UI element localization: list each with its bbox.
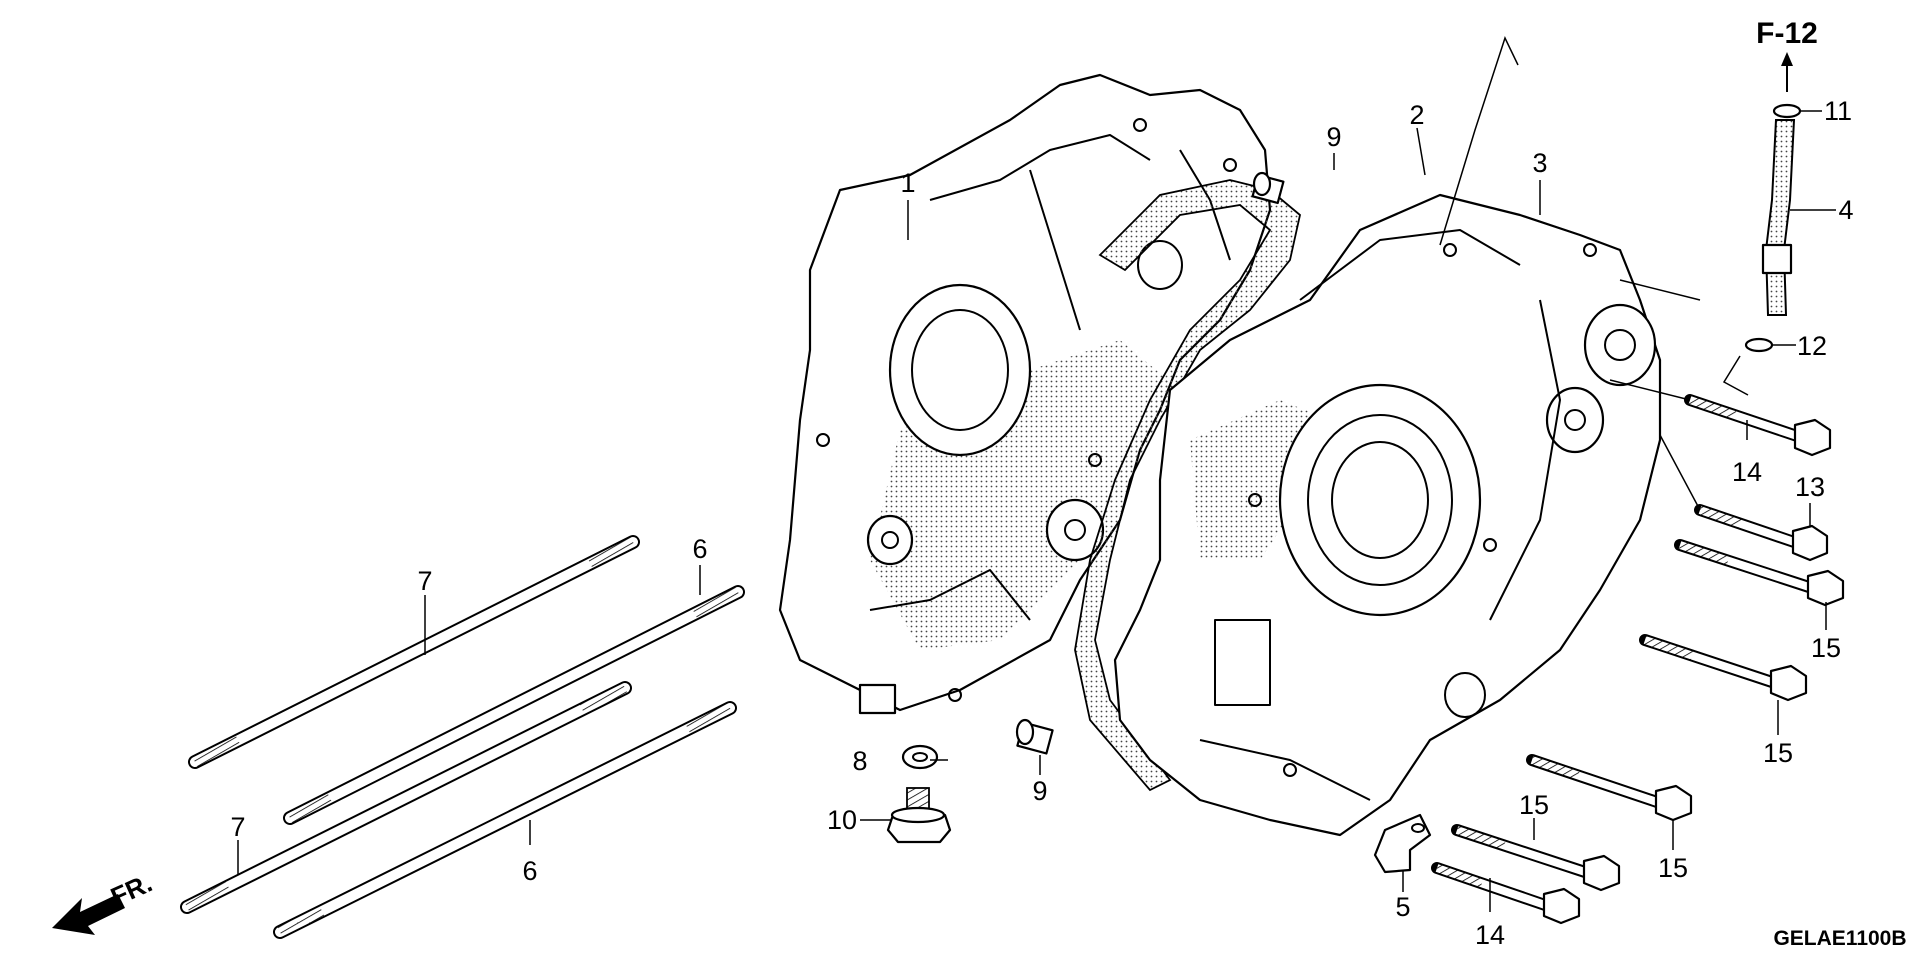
callout-8: 8 <box>852 746 867 776</box>
callout-14-lower: 14 <box>1475 920 1505 950</box>
callout-15-d: 15 <box>1519 790 1549 820</box>
dowel-pin-lower <box>1015 718 1054 755</box>
callout-9-upper: 9 <box>1326 122 1341 152</box>
callout-12: 12 <box>1797 331 1827 361</box>
hose-clip-lower <box>1744 337 1774 353</box>
diagram-code: GELAE1100B <box>1773 927 1906 950</box>
callout-9-lower: 9 <box>1032 776 1047 806</box>
drain-bolt <box>886 787 952 844</box>
callout-7-upper: 7 <box>417 566 432 596</box>
cable-clamp <box>1373 813 1432 874</box>
callout-15-b: 15 <box>1763 738 1793 768</box>
callout-15-c: 15 <box>1658 853 1688 883</box>
flange-bolt-14-upper <box>1684 394 1832 457</box>
dowel-pin-upper <box>1251 171 1285 205</box>
stud-bolt-6-upper <box>283 585 745 825</box>
callout-3: 3 <box>1532 148 1547 178</box>
sealing-washer <box>901 744 939 770</box>
stud-bolt-7-lower <box>180 681 632 914</box>
crankcase-gasket <box>1074 179 1301 792</box>
callout-1: 1 <box>900 168 915 198</box>
reference-label: F-12 <box>1756 17 1818 50</box>
reference-arrow <box>1781 52 1793 92</box>
callout-4: 4 <box>1838 195 1853 225</box>
flange-bolt-15-b <box>1639 634 1808 702</box>
flange-bolt-13 <box>1694 504 1829 562</box>
callout-14-upper: 14 <box>1732 457 1762 487</box>
stud-bolt-7-upper <box>188 535 640 769</box>
right-crankcase <box>1113 193 1662 837</box>
callout-5: 5 <box>1395 892 1410 922</box>
breather-hose <box>1761 119 1796 316</box>
callout-15-a: 15 <box>1811 633 1841 663</box>
flange-bolt-14-lower <box>1431 862 1581 925</box>
callout-13: 13 <box>1795 472 1825 502</box>
callout-2: 2 <box>1409 100 1424 130</box>
front-arrow-icon <box>52 894 125 935</box>
stud-bolt-6-lower <box>273 701 737 939</box>
flange-bolt-15-a <box>1674 539 1845 607</box>
callout-7-lower: 7 <box>230 812 245 842</box>
hose-clip-upper <box>1772 103 1802 119</box>
leader-lines <box>237 35 1836 912</box>
flange-bolt-15-c <box>1526 754 1693 822</box>
callout-6-lower: 6 <box>522 856 537 886</box>
callout-11: 11 <box>1824 96 1852 126</box>
callout-6-upper: 6 <box>692 534 707 564</box>
flange-bolt-15-d <box>1451 824 1621 892</box>
callout-10: 10 <box>827 805 857 835</box>
